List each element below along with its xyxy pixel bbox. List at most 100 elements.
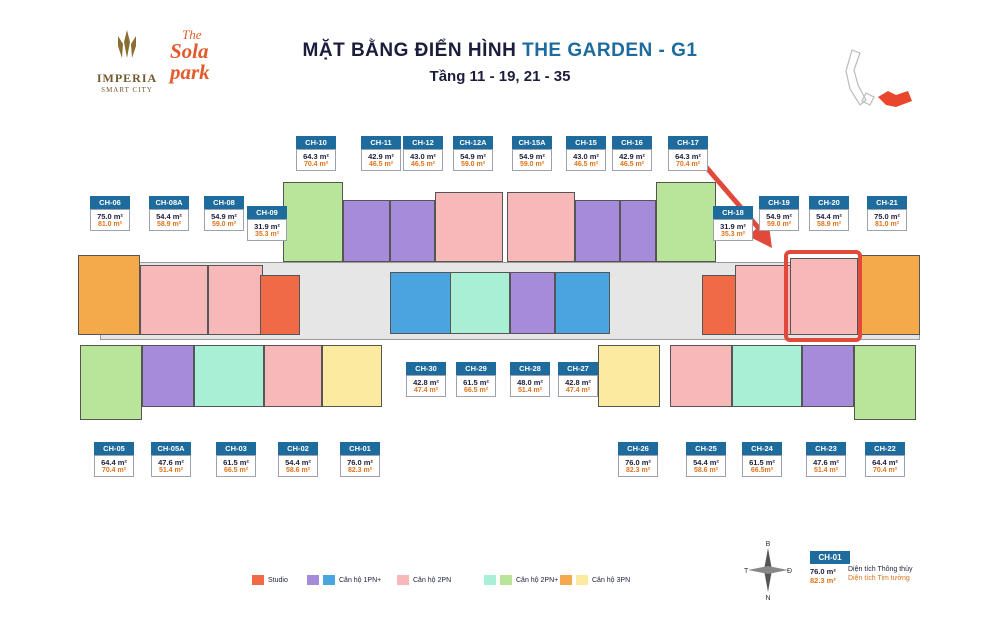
unit-ch-03[interactable] [194, 345, 264, 407]
unit-area-tim-tuong: 46.5 m² [573, 161, 599, 168]
unit-tag: CH-29 [456, 362, 496, 375]
unit-ch-29[interactable] [450, 272, 510, 334]
unit-area-thong-thuy: 76.0 m² [625, 458, 651, 467]
unit-ch-15[interactable] [575, 200, 620, 262]
legend-swatch [484, 575, 496, 585]
legend-label: Căn hộ 2PN [413, 576, 452, 584]
unit-area-thong-thuy: 54.9 m² [460, 152, 486, 161]
unit-area-thong-thuy: 42.8 m² [413, 378, 439, 387]
unit-ch-10[interactable] [283, 182, 343, 262]
legend-item: Căn hộ 2PN+ [484, 575, 558, 585]
legend-item: Studio [252, 575, 288, 585]
unit-tag: CH-02 [278, 442, 318, 455]
unit-ch-08[interactable] [208, 265, 263, 335]
unit-area-tim-tuong: 70.4 m² [303, 161, 329, 168]
legend-swatch [252, 575, 264, 585]
unit-ch-21[interactable] [858, 255, 920, 335]
floor-plan [70, 180, 920, 420]
unit-area-thong-thuy: 47.6 m² [158, 458, 184, 467]
unit-tag: CH-12A [453, 136, 493, 149]
unit-area-thong-thuy: 54.9 m² [519, 152, 545, 161]
unit-area-thong-thuy: 76.0 m² [347, 458, 373, 467]
unit-area-thong-thuy: 42.9 m² [619, 152, 645, 161]
unit-area-tim-tuong: 66.5 m² [223, 467, 249, 474]
unit-tag: CH-05A [151, 442, 191, 455]
unit-area-thong-thuy: 43.0 m² [410, 152, 436, 161]
unit-ch-05a[interactable] [142, 345, 194, 407]
unit-ch-28[interactable] [510, 272, 555, 334]
unit-ch-05[interactable] [80, 345, 142, 420]
unit-ch-23[interactable] [802, 345, 854, 407]
unit-area-thong-thuy: 47.6 m² [813, 458, 839, 467]
unit-area-thong-thuy: 42.8 m² [565, 378, 591, 387]
unit-tag: CH-09 [247, 206, 287, 219]
unit-tag: CH-10 [296, 136, 336, 149]
unit-area-thong-thuy: 54.4 m² [816, 212, 842, 221]
unit-area-tim-tuong: 59.0 m² [766, 221, 792, 228]
unit-ch-24[interactable] [732, 345, 802, 407]
unit-ch-09[interactable] [260, 275, 300, 335]
unit-ch-20[interactable] [790, 258, 858, 335]
unit-area-tim-tuong: 81.0 m² [97, 221, 123, 228]
unit-area-thong-thuy: 61.5 m² [223, 458, 249, 467]
unit-area-thong-thuy: 31.9 m² [254, 222, 280, 231]
unit-ch-27[interactable] [555, 272, 610, 334]
unit-ch-16[interactable] [620, 200, 656, 262]
title-line1-a: MẶT BẰNG ĐIỂN HÌNH [302, 40, 517, 61]
unit-tag: CH-18 [713, 206, 753, 219]
unit-ch-17[interactable] [656, 182, 716, 262]
unit-area-tim-tuong: 58.9 m² [156, 221, 182, 228]
sola-name: Sola park [170, 39, 210, 84]
unit-tag: CH-17 [668, 136, 708, 149]
unit-tag: CH-15 [566, 136, 606, 149]
legend-item: Căn hộ 2PN [397, 575, 451, 585]
unit-tag: CH-22 [865, 442, 905, 455]
unit-ch-15a[interactable] [507, 192, 575, 262]
unit-area-tim-tuong: 58.6 m² [285, 467, 311, 474]
key-area-2: 82.3 m² [810, 576, 836, 585]
unit-tag: CH-08 [204, 196, 244, 209]
unit-ch-19[interactable] [735, 265, 793, 335]
unit-tag: CH-23 [806, 442, 846, 455]
unit-ch-25[interactable] [670, 345, 732, 407]
unit-area-tim-tuong: 66.5m² [750, 467, 774, 474]
unit-ch-26[interactable] [598, 345, 660, 407]
unit-ch-06[interactable] [78, 255, 140, 335]
unit-ch-12[interactable] [390, 200, 435, 262]
unit-ch-11[interactable] [343, 200, 390, 262]
unit-area-tim-tuong: 46.5 m² [619, 161, 645, 168]
unit-ch-01[interactable] [322, 345, 382, 407]
unit-tag: CH-28 [510, 362, 550, 375]
legend-label: Studio [268, 576, 288, 584]
unit-ch-08a[interactable] [140, 265, 208, 335]
unit-ch-22[interactable] [854, 345, 916, 420]
unit-area-thong-thuy: 54.4 m² [285, 458, 311, 467]
site-map-icon [845, 49, 912, 107]
unit-ch-02[interactable] [264, 345, 322, 407]
unit-area-tim-tuong: 81.0 m² [874, 221, 900, 228]
unit-ch-12a[interactable] [435, 192, 503, 262]
